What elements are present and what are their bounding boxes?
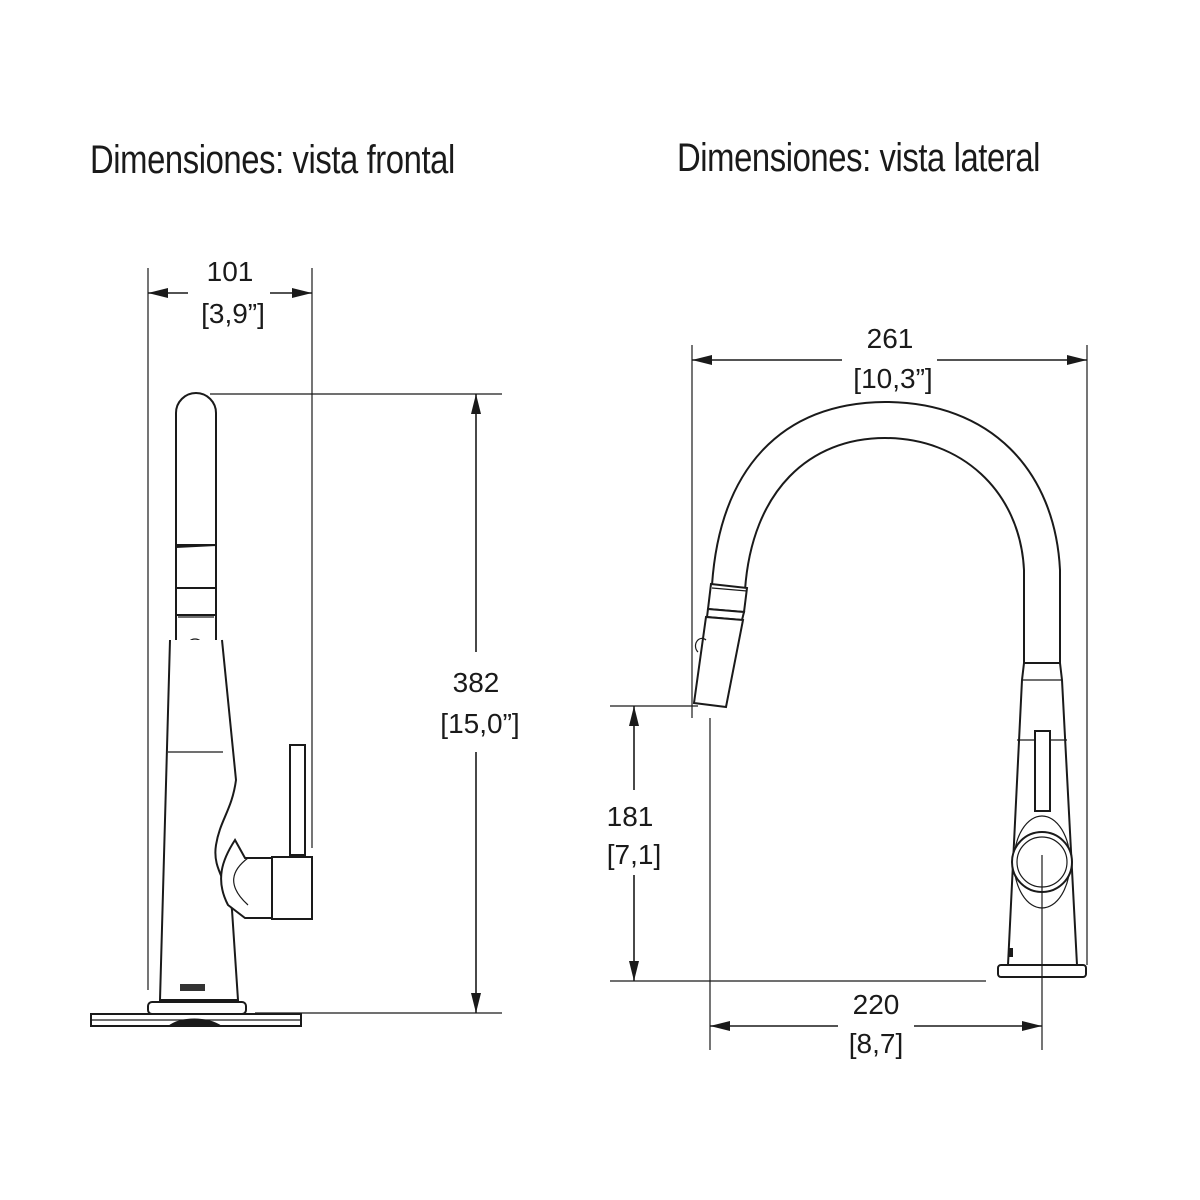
front-width-in: [3,9”]	[201, 298, 265, 329]
side-handle-lever	[1034, 730, 1051, 812]
side-spout-reach-in: [8,7]	[849, 1028, 903, 1059]
spray-head	[175, 392, 217, 546]
side-spout-reach-mm: 220	[853, 989, 900, 1020]
front-width-mm: 101	[207, 256, 254, 287]
front-view-title: Dimensiones: vista frontal	[90, 138, 455, 182]
side-view-title: Dimensiones: vista lateral	[677, 136, 1041, 180]
side-spray-head	[692, 615, 745, 709]
side-spout-height-mm: 181	[607, 801, 654, 832]
side-reach-mm: 261	[867, 323, 914, 354]
brand-badge	[180, 984, 205, 991]
front-height-in: [15,0”]	[440, 708, 519, 739]
side-spout-height-in: [7,1]	[607, 839, 661, 870]
front-height-mm: 382	[453, 667, 500, 698]
side-reach-in: [10,3”]	[853, 363, 932, 394]
handle-lever	[289, 744, 306, 856]
side-view-drawing	[610, 345, 1088, 1050]
front-view-drawing	[90, 268, 502, 1027]
